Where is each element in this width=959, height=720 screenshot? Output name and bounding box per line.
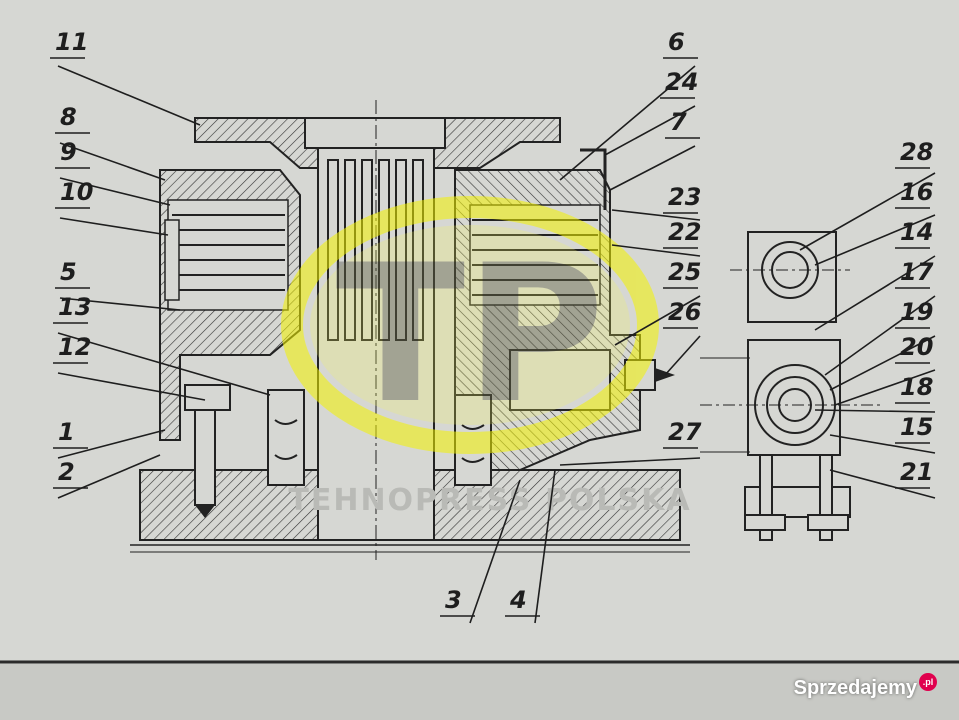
callout-27: 27 [668,418,702,446]
callout-17: 17 [900,258,934,286]
friction-plates-left [172,214,285,291]
leader-line-25 [614,295,701,346]
callout-28: 28 [900,138,933,166]
side-view [700,231,880,541]
callout-7: 7 [670,108,687,136]
callout-26: 26 [668,298,701,326]
leader-line-4 [534,469,556,624]
leader-line-13 [57,332,271,396]
callout-24: 24 [665,68,698,96]
callout-21: 21 [900,458,933,486]
callout-22: 22 [668,218,701,246]
callout-10: 10 [60,178,93,206]
leader-line-23 [611,209,701,221]
leader-line-12 [57,372,206,401]
callout-16: 16 [900,178,933,206]
callout-14: 14 [900,218,933,246]
callout-3: 3 [445,586,462,614]
leader-line-19 [829,335,936,391]
callout-12: 12 [58,333,91,361]
callout-25: 25 [668,258,701,286]
callout-1: 1 [58,418,75,446]
callout-18: 18 [900,373,933,401]
leader-line-28 [799,172,936,251]
leader-line-11 [57,65,201,126]
leader-line-21 [829,469,936,499]
leader-line-8 [59,142,166,181]
leader-line-22 [611,244,701,257]
leader-line-5 [59,297,181,311]
callout-4: 4 [509,586,527,614]
leader-line-24 [604,105,696,156]
background-below [0,664,959,720]
leader-line-14 [814,255,936,331]
callout-15: 15 [900,413,933,441]
left-housing [159,169,301,518]
callout-13: 13 [58,293,91,321]
leader-lines [50,57,936,624]
site-badge-suffix: .pl [919,672,937,691]
callout-20: 20 [900,333,933,361]
callout-23: 23 [668,183,701,211]
watermark-company: TEHNOPRESS POLSKA [288,483,691,518]
site-badge[interactable]: Sprzedajemy .pl [793,672,937,700]
callout-8: 8 [60,103,77,131]
leader-line-17 [824,295,936,376]
leader-line-20 [834,369,936,406]
leader-line-15 [829,434,936,454]
site-badge-text: Sprzedajemy [793,677,917,699]
leader-line-18 [814,409,936,413]
leader-line-2 [57,454,161,499]
top-flange [194,117,561,169]
leader-line-7 [609,145,696,191]
callout-2: 2 [58,458,75,486]
callout-6: 6 [668,28,685,56]
leader-line-26 [664,335,701,376]
leader-line-3 [469,479,521,624]
bearings [267,389,492,486]
leader-line-10 [59,217,169,236]
callout-9: 9 [60,138,77,166]
callout-5: 5 [60,258,77,286]
leader-line-9 [59,177,171,206]
watermark-logo: TP [281,196,659,454]
leader-line-27 [559,457,701,466]
callout-19: 19 [900,298,933,326]
leader-line-1 [57,429,166,459]
leader-line-16 [814,214,936,266]
leader-line-6 [559,65,696,181]
callout-11: 11 [55,28,88,56]
watermark-letters: TP [336,224,605,445]
